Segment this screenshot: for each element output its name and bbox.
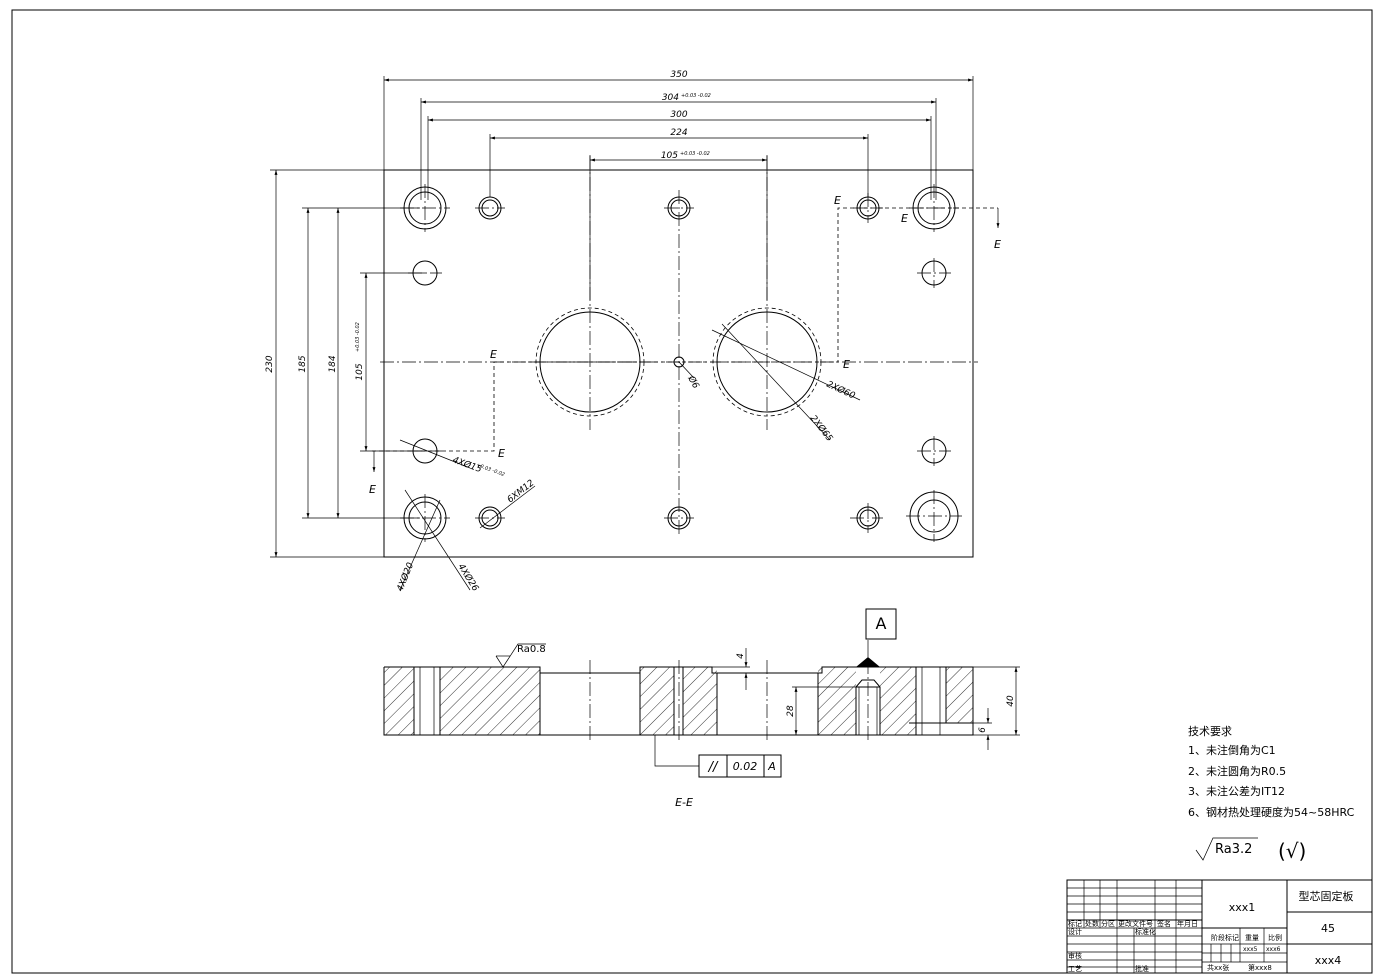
surface-roughness: Ra3.2	[1215, 842, 1252, 857]
section-title: E-E	[675, 796, 693, 809]
dim-304: 304	[662, 93, 679, 103]
dim-184: 184	[328, 355, 338, 372]
svg-text:E: E	[490, 348, 497, 361]
part-name: 型芯固定板	[1299, 889, 1354, 903]
tolerance-datum: A	[767, 760, 776, 773]
svg-text:xxx5: xxx5	[1243, 946, 1258, 953]
svg-text:共xx张: 共xx张	[1207, 963, 1229, 972]
callout-4x20: 4XØ20	[395, 561, 417, 593]
leader-callouts: Ø6 2XØ60 2XØ65 4XØ15 +0.03 -0.02 6XM12 4…	[395, 323, 861, 594]
dim-224: 224	[670, 128, 687, 138]
svg-text:比例: 比例	[1268, 933, 1282, 942]
dim-105-h-tol: +0.03 -0.02	[680, 151, 710, 157]
material: 45	[1321, 922, 1335, 935]
company: xxx4	[1315, 954, 1342, 967]
corner-holes	[400, 184, 962, 542]
callout-phi6: Ø6	[685, 373, 702, 391]
svg-text:标记: 标记	[1068, 919, 1082, 928]
dim-6: 6	[978, 727, 988, 733]
dim-28: 28	[786, 705, 796, 717]
svg-text:E: E	[834, 194, 841, 207]
roughness-ra08: Ra0.8	[517, 644, 546, 655]
note-3: 3、未注公差为IT12	[1188, 784, 1285, 798]
svg-text:E: E	[369, 483, 376, 496]
svg-text:E: E	[843, 358, 850, 371]
svg-text:年月日: 年月日	[1177, 919, 1198, 928]
sheet-border	[11, 9, 1373, 974]
note-2: 2、未注圆角为R0.5	[1188, 764, 1286, 778]
dim-105-v-tol: +0.03 -0.02	[355, 322, 361, 352]
datum-box	[865, 608, 897, 640]
tolerance-value: 0.02	[733, 760, 758, 773]
cutting-plane: E E E E E E E	[369, 194, 1001, 496]
tolerance-symbol: //	[708, 760, 719, 775]
svg-text:设计: 设计	[1068, 927, 1082, 936]
callout-6xm12: 6XM12	[506, 478, 537, 505]
svg-text:阶段标记: 阶段标记	[1211, 933, 1239, 942]
section-view: A Ra0.8 4 28 40 6 // 0.02 A E-E	[383, 608, 1020, 809]
callout-2x60: 2XØ60	[825, 379, 857, 402]
dim-4: 4	[736, 653, 746, 659]
horizontal-dimensions: 350 304 +0.03 -0.02 300 224 105 +0.03 -0…	[383, 70, 974, 300]
datum-triangle	[856, 657, 880, 667]
svg-text:E: E	[498, 447, 505, 460]
technical-notes: 技术要求 1、未注倒角为C1 2、未注圆角为R0.5 3、未注公差为IT12 6…	[1188, 725, 1355, 863]
svg-text:签名: 签名	[1157, 919, 1171, 928]
title-block: 标记 处数 分区 更改文件号 签名 年月日 设计 标准化 审核 工艺 批准 xx…	[1066, 879, 1373, 974]
callout-4x26: 4XØ26	[455, 562, 481, 594]
dim-304-tol: +0.03 -0.02	[681, 93, 711, 99]
tolerance-frame	[698, 754, 782, 778]
callout-2x65: 2XØ65	[808, 413, 835, 444]
dim-105-v: 105	[355, 363, 365, 380]
svg-text:标准化: 标准化	[1135, 927, 1156, 936]
note-4: 6、钢材热处理硬度为54~58HRC	[1188, 805, 1355, 819]
dim-185: 185	[298, 355, 308, 372]
surface-note: (√)	[1278, 839, 1306, 863]
svg-text:更改文件号: 更改文件号	[1118, 919, 1153, 928]
svg-text:处数: 处数	[1085, 919, 1099, 928]
svg-text:E: E	[901, 212, 908, 225]
svg-text:第xxx8: 第xxx8	[1248, 963, 1272, 972]
datum-label: A	[876, 614, 887, 633]
note-1: 1、未注倒角为C1	[1188, 743, 1276, 757]
plate-outline	[383, 169, 974, 558]
vertical-dimensions: 230 185 184 105 +0.03 -0.02	[265, 169, 425, 558]
dim-350: 350	[670, 70, 687, 80]
svg-text:E: E	[994, 238, 1001, 251]
svg-text:xxx6: xxx6	[1266, 946, 1281, 953]
svg-text:重量: 重量	[1245, 934, 1259, 942]
svg-text:审核: 审核	[1068, 951, 1082, 960]
notes-heading: 技术要求	[1188, 725, 1232, 738]
dim-40: 40	[1006, 695, 1016, 707]
drawing-number: xxx1	[1229, 901, 1256, 914]
plan-view: 350 304 +0.03 -0.02 300 224 105 +0.03 -0…	[265, 70, 1001, 593]
dim-105-h: 105	[661, 151, 678, 161]
dim-300: 300	[670, 110, 687, 120]
svg-text:批准: 批准	[1135, 964, 1149, 973]
dim-230: 230	[265, 355, 275, 372]
svg-text:工艺: 工艺	[1068, 965, 1082, 973]
svg-text:分区: 分区	[1101, 919, 1115, 928]
